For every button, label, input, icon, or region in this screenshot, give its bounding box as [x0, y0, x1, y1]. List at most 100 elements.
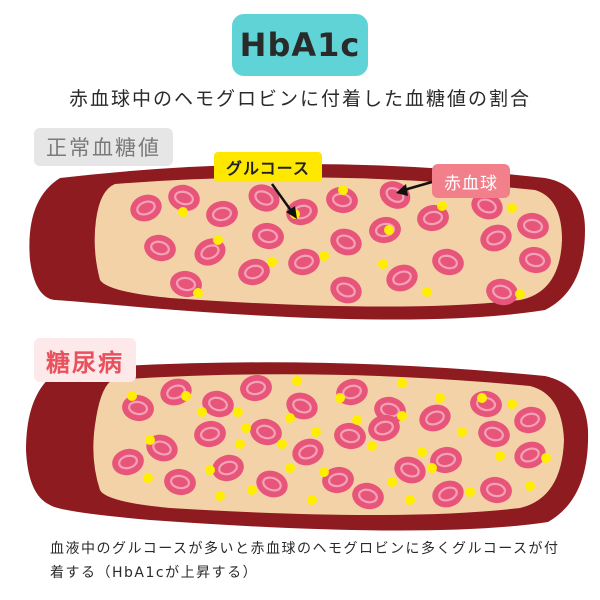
glucose-dot: [311, 427, 321, 437]
red-blood-cell: [144, 234, 176, 262]
glucose-dot: [127, 391, 137, 401]
red-blood-cell: [202, 390, 234, 418]
glucose-dot: [145, 435, 155, 445]
red-blood-cell: [480, 224, 512, 252]
glucose-dot: [285, 463, 295, 473]
glucose-dot: [267, 257, 277, 267]
glucose-dot: [507, 399, 517, 409]
red-blood-cell: [478, 420, 510, 448]
glucose-dot: [233, 407, 243, 417]
glucose-dot: [397, 378, 407, 388]
red-blood-cell: [252, 222, 284, 250]
red-blood-cell: [330, 276, 362, 304]
red-blood-cell: [514, 406, 546, 434]
glucose-dot: [319, 251, 329, 261]
tag-glucose-text: グルコース: [226, 159, 310, 178]
glucose-dot: [143, 473, 153, 483]
glucose-dot: [417, 447, 427, 457]
arrow-rbc: [396, 180, 433, 196]
red-blood-cell: [206, 200, 238, 228]
red-blood-cell: [250, 418, 282, 446]
title-badge: HbA1c: [232, 14, 368, 76]
red-blood-cell: [419, 404, 451, 432]
label-normal-text: 正常血糖値: [46, 136, 161, 160]
glucose-dot: [215, 491, 225, 501]
glucose-dot: [338, 185, 348, 195]
glucose-dot: [384, 225, 394, 235]
glucose-dot: [197, 407, 207, 417]
caption: 血液中のグルコースが多いと赤血球のヘモグロビンに多くグルコースが付着する（HbA…: [50, 541, 560, 581]
red-blood-cell: [386, 264, 418, 292]
red-blood-cell: [112, 448, 144, 476]
glucose-dot: [507, 203, 517, 213]
red-blood-cell: [471, 192, 503, 220]
glucose-dot: [277, 439, 287, 449]
red-blood-cell: [517, 212, 549, 240]
glucose-dot: [193, 288, 203, 298]
vessel-diabetes: [26, 362, 589, 531]
red-blood-cell: [130, 194, 162, 222]
glucose-dot: [292, 376, 302, 386]
glucose-dot: [387, 477, 397, 487]
red-blood-cell: [368, 414, 400, 442]
glucose-dot: [319, 467, 329, 477]
red-blood-cell: [122, 394, 154, 422]
red-blood-cell: [352, 482, 384, 510]
glucose-dot: [422, 287, 432, 297]
glucose-dot: [205, 465, 215, 475]
tag-glucose: グルコース: [214, 152, 322, 182]
glucose-dot: [515, 289, 525, 299]
glucose-dot: [435, 393, 445, 403]
glucose-dot: [437, 201, 447, 211]
glucose-dot: [477, 393, 487, 403]
glucose-dot: [465, 487, 475, 497]
glucose-dot: [241, 423, 251, 433]
glucose-dot: [335, 393, 345, 403]
red-blood-cell: [514, 441, 546, 469]
red-blood-cell: [430, 446, 462, 474]
red-blood-cell: [330, 228, 362, 256]
label-diabetes: 糖尿病: [34, 338, 136, 382]
red-blood-cell: [194, 420, 226, 448]
glucose-dot: [457, 427, 467, 437]
red-blood-cell: [432, 248, 464, 276]
red-blood-cell: [394, 456, 426, 484]
glucose-dot: [247, 485, 257, 495]
red-blood-cell: [486, 278, 518, 306]
tag-rbc-text: 赤血球: [444, 173, 498, 194]
red-blood-cell: [248, 184, 280, 212]
vessel-normal: [29, 164, 585, 320]
label-normal: 正常血糖値: [34, 128, 173, 166]
glucose-dot: [285, 413, 295, 423]
glucose-dot: [378, 259, 388, 269]
glucose-dot: [352, 415, 362, 425]
tag-rbc: 赤血球: [432, 164, 510, 198]
red-blood-cell: [240, 374, 272, 402]
page-title: HbA1c: [239, 26, 361, 64]
glucose-dot: [307, 495, 317, 505]
red-blood-cell: [322, 466, 354, 494]
red-blood-cell: [168, 184, 200, 212]
red-blood-cell: [288, 248, 320, 276]
glucose-dot: [397, 411, 407, 421]
glucose-dot: [181, 391, 191, 401]
red-blood-cell: [286, 392, 318, 420]
red-blood-cell: [292, 438, 324, 466]
red-blood-cell: [164, 468, 196, 496]
glucose-dot: [495, 451, 505, 461]
glucose-dot: [367, 441, 377, 451]
red-blood-cell: [256, 470, 288, 498]
red-blood-cell: [519, 246, 551, 274]
red-blood-cell: [432, 480, 464, 508]
glucose-dot: [235, 439, 245, 449]
label-diabetes-text: 糖尿病: [46, 348, 124, 377]
glucose-dot: [541, 453, 551, 463]
glucose-dot: [427, 463, 437, 473]
red-blood-cell: [194, 238, 226, 266]
glucose-dot: [405, 495, 415, 505]
red-blood-cell: [334, 422, 366, 450]
glucose-dot: [178, 207, 188, 217]
red-blood-cell: [212, 454, 244, 482]
arrow-glucose: [270, 183, 297, 219]
